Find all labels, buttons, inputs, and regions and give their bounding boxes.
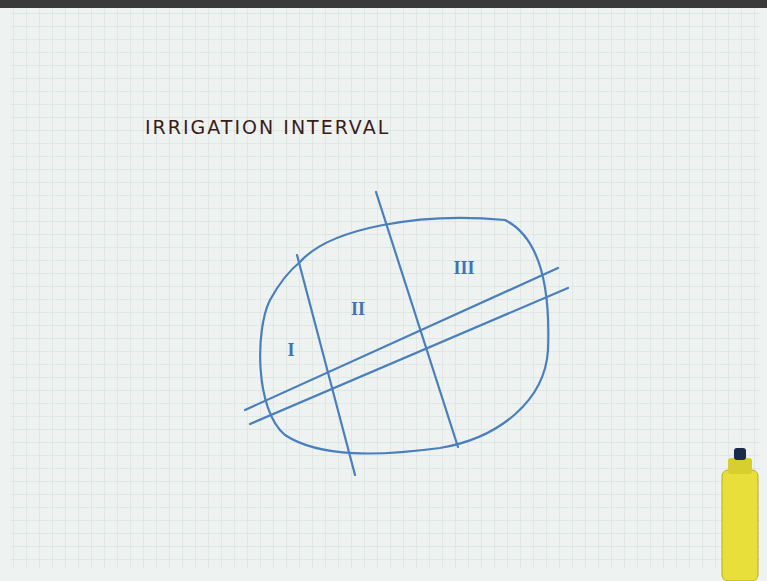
- channel-line: [250, 288, 568, 424]
- board-edge: [0, 0, 767, 8]
- board-title: IRRIGATION INTERVAL: [145, 116, 390, 138]
- region-label: III: [453, 258, 474, 279]
- region-label: I: [287, 340, 294, 361]
- channel-line: [245, 268, 558, 410]
- marker-pen: [722, 448, 758, 581]
- grid: [10, 8, 760, 568]
- field-boundary: [260, 218, 548, 454]
- region-label: II: [351, 299, 365, 320]
